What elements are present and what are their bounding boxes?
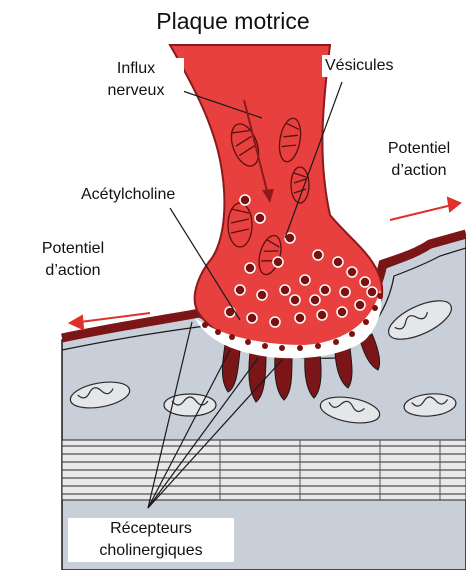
vesicle (273, 257, 283, 267)
label-recepteurs: Récepteurs cholinergiques (68, 518, 234, 562)
vesicle (355, 300, 365, 310)
acetylcholine-molecule (215, 329, 221, 335)
acetylcholine-molecule (372, 305, 378, 311)
axon-terminal (170, 45, 382, 350)
vesicle (360, 277, 370, 287)
label-recepteurs-line2: cholinergiques (71, 540, 231, 562)
vesicle (280, 285, 290, 295)
vesicle (235, 285, 245, 295)
acetylcholine-molecule (202, 322, 208, 328)
label-influx-nerveux: Influx nerveux (88, 58, 184, 102)
acetylcholine-molecule (333, 339, 339, 345)
acetylcholine-molecule (262, 343, 268, 349)
vesicle (337, 307, 347, 317)
acetylcholine-molecule (377, 293, 383, 299)
arrow-right-icon (448, 198, 460, 211)
acetylcholine-molecule (363, 319, 369, 325)
mitochondrion-icon (228, 203, 252, 247)
vesicle (310, 295, 320, 305)
vesicle (367, 287, 377, 297)
vesicle (270, 317, 280, 327)
vesicle (313, 250, 323, 260)
vesicle (257, 290, 267, 300)
acetylcholine-molecule (297, 345, 303, 351)
label-potentiel-right: Potentiel d’action (374, 138, 464, 182)
vesicle (295, 313, 305, 323)
vesicle (347, 267, 357, 277)
vesicle (290, 295, 300, 305)
label-recepteurs-line1: Récepteurs (71, 518, 231, 540)
vesicle (240, 195, 250, 205)
label-potentiel-left-line2: d’action (31, 260, 115, 282)
acetylcholine-molecule (315, 343, 321, 349)
vesicle (317, 310, 327, 320)
label-potentiel-left: Potentiel d’action (28, 238, 118, 282)
vesicle (255, 213, 265, 223)
label-vesicules: Vésicules (322, 55, 396, 77)
vesicle (245, 263, 255, 273)
label-potentiel-right-line1: Potentiel (377, 138, 461, 160)
acetylcholine-molecule (349, 331, 355, 337)
label-influx-line1: Influx (91, 58, 181, 80)
vesicle (247, 313, 257, 323)
acetylcholine-molecule (229, 334, 235, 340)
label-potentiel-left-line1: Potentiel (31, 238, 115, 260)
acetylcholine-molecule (245, 339, 251, 345)
label-acetylcholine: Acétylcholine (78, 184, 178, 206)
label-influx-line2: nerveux (91, 80, 181, 102)
vesicle (333, 257, 343, 267)
vesicle (340, 287, 350, 297)
vesicle (300, 275, 310, 285)
label-potentiel-right-line2: d’action (377, 160, 461, 182)
diagram-title: Plaque motrice (0, 8, 466, 35)
arrow-left-icon (70, 316, 83, 329)
acetylcholine-molecule (279, 345, 285, 351)
vesicle (320, 285, 330, 295)
